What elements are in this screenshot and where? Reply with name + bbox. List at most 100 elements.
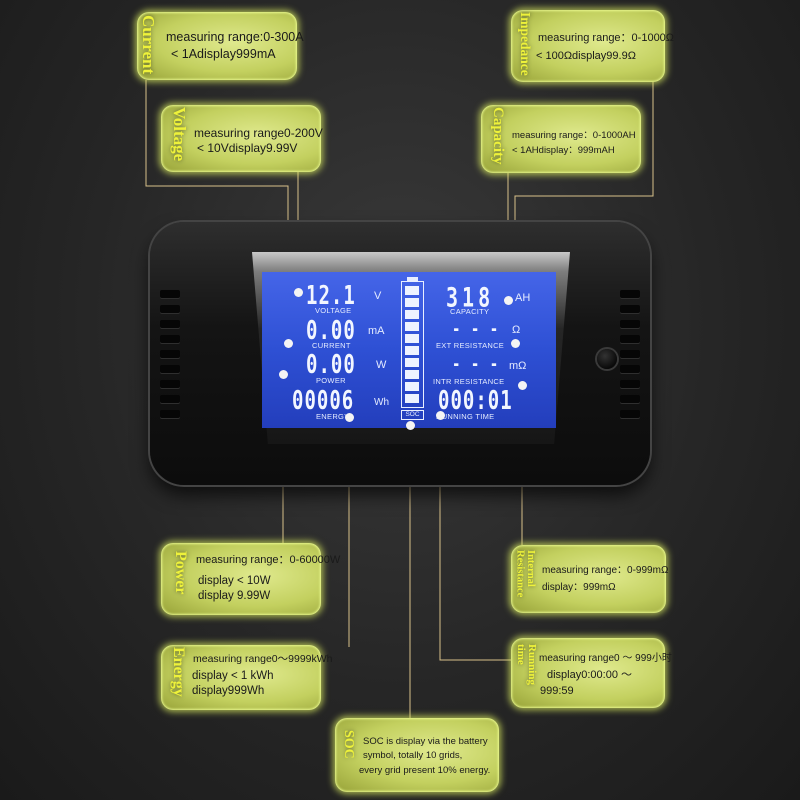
battery-cell [405,382,419,391]
callout-title: Capacity [490,107,506,165]
vent-slot [620,335,640,343]
running-time-label: RUNNING TIME [436,412,495,421]
backlight-button[interactable] [597,349,617,369]
vent-slot [160,320,180,328]
callout-line: < 1AHdisplay：999mAH [512,145,615,156]
callout-title: Internal Resistance [514,550,537,598]
line-running [439,415,512,661]
intr-resistance-value: - - - [452,354,500,376]
vent-slot [160,380,180,388]
callout-line: measuring range：0-1000Ω [538,32,675,44]
power-unit: W [376,359,387,371]
callout-line: measuring range：0-60000W [196,554,341,566]
battery-icon [401,281,424,408]
dot-voltage [294,288,303,297]
callout-title: Energy [170,647,187,697]
dot-current [284,339,293,348]
callout-title: Running time [515,644,538,685]
vent-slot [620,290,640,298]
callout-title: Current [139,15,158,75]
battery-cell [405,286,419,295]
vent-slot [160,410,180,418]
battery-cell [405,370,419,379]
voltage-unit: V [374,290,382,302]
callout-title: Voltage [170,107,189,162]
callout-line: measuring range:0-300A [166,30,304,44]
capacity-label: CAPACITY [450,307,490,316]
vent-slot [160,335,180,343]
callout-line: every grid present 10% energy. [359,765,491,776]
callout-internal-resistance: Internal Resistance measuring range：0-99… [511,545,669,613]
vent-slot [620,320,640,328]
battery-cell [405,322,419,331]
callout-energy: Energy measuring range0～9999kWh display … [161,645,333,710]
callout-line: measuring range0-200V [194,126,323,140]
vent-slot [620,410,640,418]
vent-slot [160,350,180,358]
voltage-label: VOLTAGE [315,306,352,315]
vent-slot [160,290,180,298]
callout-line: 999:59 [540,685,574,697]
energy-value: 00006 [292,386,355,416]
dot-capacity [504,296,513,305]
callout-line: display0:00:00 ～ [547,669,632,681]
current-label: CURRENT [312,341,351,350]
dot-running [436,411,445,420]
vent-slot [160,395,180,403]
running-time-value: 000:01 [438,386,513,416]
callout-line: < 100Ωdisplay99.9Ω [536,50,636,62]
vent-slot [620,380,640,388]
callout-line: measuring range：0-1000AH [512,130,636,141]
vent-slot [620,395,640,403]
callout-impedance: Impedance measuring range：0-1000Ω < 100Ω… [511,10,674,82]
callout-line: measuring range0～9999kWh [193,653,333,665]
energy-label: ENERGY [316,412,350,421]
dot-power [279,370,288,379]
battery-cell [405,298,419,307]
vent-slot [620,305,640,313]
ext-resistance-label: EXT RESISTANCE [436,341,505,350]
callout-voltage: Voltage measuring range0-200V < 10Vdispl… [161,105,323,172]
energy-unit: Wh [374,397,389,408]
callout-power: Power measuring range：0-60000W display <… [161,543,340,615]
power-value: 0.00 [306,350,356,380]
battery-cell [405,358,419,367]
intr-resistance-label: INTR RESISTANCE [433,377,505,386]
callout-title: Impedance [518,12,533,76]
callout-soc: SOC SOC is display via the battery symbo… [335,718,499,792]
callout-line: display < 10W [198,575,271,587]
battery-cell [405,310,419,319]
intr-resistance-unit: mΩ [509,360,527,372]
battery-cell [405,346,419,355]
battery-terminal [407,277,418,281]
vent-slot [160,365,180,373]
callout-line: < 10Vdisplay9.99V [197,141,298,155]
ext-resistance-value: - - - [452,319,500,341]
capacity-unit: AH [515,292,531,304]
ext-resistance-unit: Ω [512,324,521,336]
current-value: 0.00 [306,316,356,346]
current-unit: mA [368,325,385,337]
dot-energy [345,413,354,422]
callout-line: symbol, totally 10 grids, [363,750,463,761]
callout-line: display < 1 kWh [192,670,274,682]
callout-line: SOC is display via the battery [363,736,488,747]
callout-title: SOC [341,730,356,759]
power-label: POWER [316,376,346,385]
dot-soc [406,421,415,430]
battery-cell [405,394,419,403]
callout-current: Current measuring range:0-300A < 1Adispl… [137,12,304,80]
vent-slot [620,365,640,373]
callout-line: display999Wh [192,685,265,697]
callout-line: display 9.99W [198,590,271,602]
dot-internal [518,381,527,390]
callout-running-time: Running time measuring range0 ～ 999小时 di… [511,638,672,708]
callout-capacity: Capacity measuring range：0-1000AH < 1AHd… [481,105,641,173]
dot-impedance [511,339,520,348]
callout-title: Power [172,551,189,595]
callout-line: measuring range：0-999mΩ [542,565,669,576]
vent-slot [160,305,180,313]
battery-cell [405,334,419,343]
callout-line: measuring range0 ～ 999小时 [539,653,672,664]
callout-line: < 1Adisplay999mA [171,47,276,61]
